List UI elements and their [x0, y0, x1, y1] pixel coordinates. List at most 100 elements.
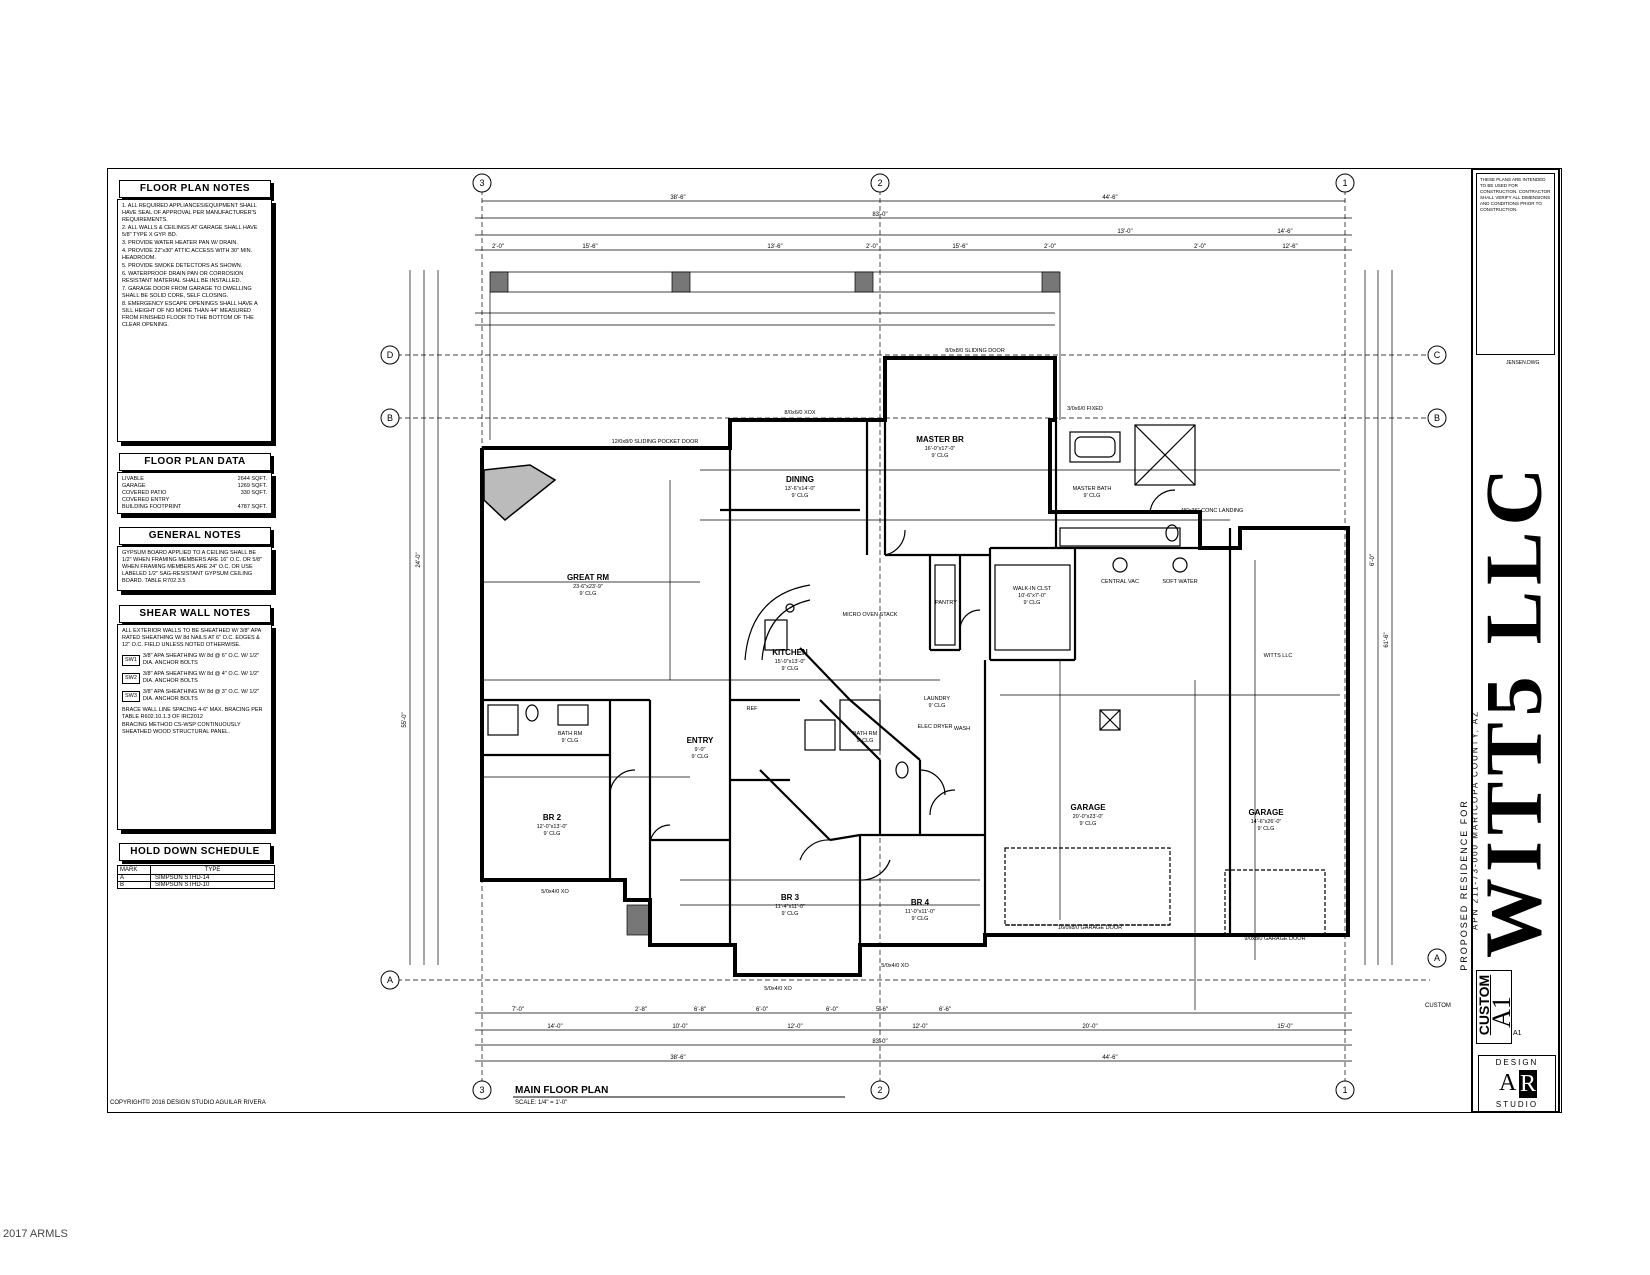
project-title: WITT5 LLC	[1470, 461, 1559, 959]
room-size: 15'-0"x13'-0"	[775, 659, 806, 665]
room-label: KITCHEN	[772, 648, 808, 657]
note-item: 6. WATERPROOF DRAIN PAN OR CORROSION RES…	[122, 271, 244, 284]
room-label: MASTER BATH	[1073, 486, 1112, 492]
room-size: 9'-0"	[695, 747, 706, 753]
general-notes-title: GENERAL NOTES	[119, 527, 271, 545]
grid-label: B	[1434, 413, 1440, 423]
shear-wall-text-3: BRACING METHOD CS-WSP CONTINUOUSLY SHEAT…	[122, 722, 241, 735]
dim-text: 2'-0"	[1044, 244, 1056, 250]
room-clg: 9' CLG	[1084, 493, 1101, 499]
note-item: 3. PROVIDE WATER HEATER PAN W/ DRAIN.	[122, 240, 238, 246]
grid-label: 3	[479, 1085, 484, 1095]
room-label: BR 2	[543, 813, 562, 822]
general-notes-box: GYPSUM BOARD APPLIED TO A CEILING SHALL …	[117, 546, 272, 591]
room-clg: 9' CLG	[912, 916, 929, 922]
grid-label: 2	[877, 1085, 882, 1095]
note-item: 1. ALL REQUIRED APPLIANCES/EQUIPMENT SHA…	[122, 203, 257, 223]
logo-bottom-text: STUDIO	[1495, 1100, 1539, 1109]
shear-mark-icon: SW2	[122, 672, 140, 684]
dim-text: 6'-0"	[1370, 554, 1376, 566]
room-size: 10'-6"x7'-0"	[1018, 593, 1046, 599]
grid-label: 1	[1342, 178, 1347, 188]
title-block: THESE PLANS ARE INTENDED TO BE USED FOR …	[1471, 168, 1560, 1113]
dim-text: 14'-6"	[1277, 229, 1292, 235]
dim-text: 2'-0"	[492, 244, 504, 250]
room-label: BR 3	[781, 893, 800, 902]
sheet-label-box	[1476, 970, 1512, 1044]
dim-text: 38'-6"	[670, 1055, 685, 1061]
room-label: BATH RM	[558, 731, 583, 737]
room-size: 9' CLG	[857, 738, 874, 744]
dim-text: 2'-0"	[866, 244, 878, 250]
room-clg: 9' CLG	[544, 831, 561, 837]
room-label: MASTER BR	[916, 435, 964, 444]
project-address: APN 211-73-000 MARICOPA COUNTY, AZ	[1470, 709, 1480, 931]
room-label: ENTRY	[687, 736, 714, 745]
logo-letter-a: A	[1499, 1070, 1517, 1096]
dim-text: 13'-0"	[1117, 229, 1132, 235]
appliance-label: MICRO OVEN STACK	[843, 612, 898, 618]
appliance-label: WASH	[954, 726, 970, 732]
room-label: PANTRY	[935, 600, 957, 606]
shear-mark-icon: SW3	[122, 690, 140, 702]
custom-label: CUSTOM	[1425, 1003, 1451, 1009]
owner-note: WITTS LLC	[1264, 653, 1293, 659]
grid-label: 2	[877, 178, 882, 188]
note-item: 5. PROVIDE SMOKE DETECTORS AS SHOWN.	[122, 263, 243, 269]
room-size: 23-6"x23'-9"	[573, 584, 603, 590]
room-label: GREAT RM	[567, 573, 609, 582]
logo-top-text: DESIGN	[1495, 1058, 1539, 1067]
room-clg: 9' CLG	[1258, 826, 1275, 832]
dim-text: 10'-0"	[672, 1024, 687, 1030]
door-label: 8/0x8/0 SLIDING DOOR	[945, 348, 1005, 354]
room-label: GARAGE	[1248, 808, 1284, 817]
appliance-label: SOFT WATER	[1162, 579, 1197, 585]
dim-text: 6'-0"	[756, 1007, 768, 1013]
plan-scale: SCALE: 1/4" = 1'-0"	[515, 1100, 567, 1106]
room-clg: 9' CLG	[580, 591, 597, 597]
dim-text: 13'-6"	[767, 244, 782, 250]
door-label: 16/0x8/0 GARAGE DOOR	[1058, 925, 1122, 931]
room-label: BR 4	[911, 898, 930, 907]
shear-legend-row: SW2 3/8" APA SHEATHING W/ 8d @ 4" O.C. W…	[122, 671, 267, 685]
room-label: DINING	[786, 475, 814, 484]
room-label: GARAGE	[1070, 803, 1106, 812]
dim-text: 6'-6"	[939, 1007, 951, 1013]
room-clg: 9' CLG	[782, 666, 799, 672]
grid-label: C	[1434, 350, 1441, 360]
room-size: 9' CLG	[562, 738, 579, 744]
data-row: COVERED ENTRY	[122, 497, 170, 503]
dim-text: 83'-0"	[872, 1039, 887, 1045]
door-label: 9/0x8/0 GARAGE DOOR	[1244, 936, 1305, 942]
dim-text: 5'-6"	[876, 1007, 888, 1013]
room-size: 13'-6"x14'-0"	[785, 486, 816, 492]
shear-mark-icon: SW1	[122, 654, 140, 666]
room-clg: 9' CLG	[782, 911, 799, 917]
window-label: 5/0x4/0 XO	[541, 889, 569, 895]
note-item: 8. EMERGENCY ESCAPE OPENINGS SHALL HAVE …	[122, 301, 258, 328]
grid-label: D	[387, 350, 394, 360]
plan-title: MAIN FLOOR PLAN	[515, 1085, 608, 1096]
dim-text: 12'-0"	[787, 1024, 802, 1030]
dim-text: 6'-0"	[826, 1007, 838, 1013]
table-cell: SIMPSON STHD-10	[150, 881, 275, 889]
room-clg: 9' CLG	[1024, 600, 1041, 606]
room-clg: 9' CLG	[932, 453, 949, 459]
room-size: 20'-0"x23'-0"	[1073, 814, 1104, 820]
dim-text: 24'-0"	[416, 552, 422, 567]
sheet-number: A1	[1487, 996, 1516, 1028]
dim-text: 7'-0"	[512, 1007, 524, 1013]
room-clg: 9' CLG	[792, 493, 809, 499]
watermark-text: 2017 ARMLS	[3, 1228, 68, 1240]
hold-down-table: MARK TYPE A SIMPSON STHD-14 B SIMPSON ST…	[117, 865, 275, 889]
grid-label: B	[387, 413, 393, 423]
room-clg: 9' CLG	[692, 754, 709, 760]
shear-wall-notes-title: SHEAR WALL NOTES	[119, 605, 271, 623]
title-block-notes: THESE PLANS ARE INTENDED TO BE USED FOR …	[1476, 173, 1555, 355]
